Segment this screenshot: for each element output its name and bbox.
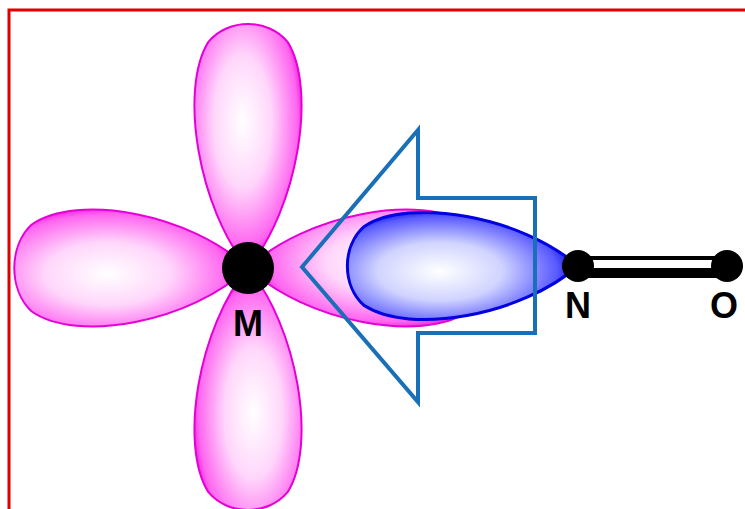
orbital-lobe xyxy=(14,210,248,327)
frame-line xyxy=(9,10,745,509)
donation-arrow xyxy=(302,130,535,402)
oxygen-atom xyxy=(711,250,743,282)
atom-label: O xyxy=(710,288,738,324)
metal-atom xyxy=(222,242,274,294)
atom-label: N xyxy=(565,288,591,324)
atom-label: M xyxy=(233,306,263,342)
nitrogen-atom xyxy=(562,250,594,282)
orbital-lobe xyxy=(194,24,301,268)
orbital-lobe xyxy=(194,268,301,509)
bond-line xyxy=(582,260,723,268)
bond-line xyxy=(578,256,727,278)
lone-pair-lobe xyxy=(347,212,578,319)
